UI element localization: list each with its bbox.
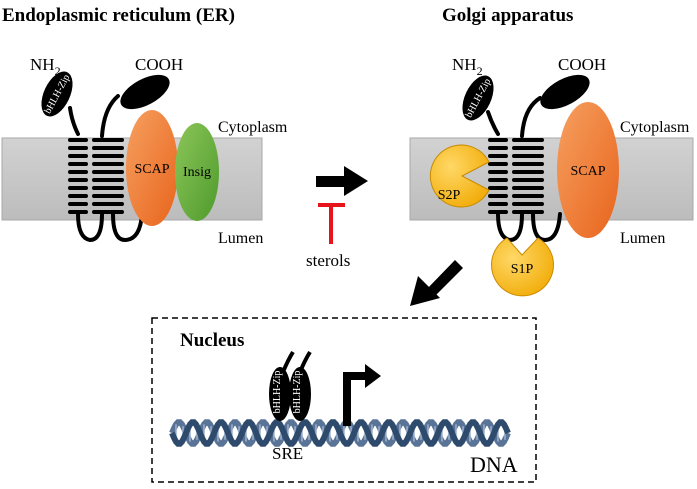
nucleus-label: Nucleus xyxy=(180,330,244,351)
sre-label: SRE xyxy=(272,444,303,463)
er-nh2-label: NH2 xyxy=(30,55,61,78)
golgi-scap-label: SCAP xyxy=(570,164,605,179)
arrow-right-icon xyxy=(316,166,368,196)
bent-arrow-icon xyxy=(343,364,381,426)
er-cooh-domain xyxy=(120,74,170,110)
s2p-protease: S2P xyxy=(429,144,490,208)
golgi-lumen-label: Lumen xyxy=(620,230,665,247)
er-cooh-label: COOH xyxy=(135,55,183,74)
golgi-bhlh-zip-domain: bHLH-Zip xyxy=(462,75,494,121)
nuclear-bhlh-zip-label-2: bHLH-Zip xyxy=(292,371,303,414)
nucleus-box xyxy=(151,317,537,483)
er-lumen-label: Lumen xyxy=(218,230,263,247)
er-scap-protein xyxy=(126,110,178,226)
golgi-nh2-label: NH2 xyxy=(452,55,483,78)
er-scap-label: SCAP xyxy=(134,162,169,177)
s1p-label: S1P xyxy=(511,262,534,277)
er-scap-helices xyxy=(102,138,144,243)
insig-protein xyxy=(175,123,219,221)
golgi-cooh-domain xyxy=(540,74,590,110)
dna-strand-front xyxy=(169,419,511,447)
sterols-label: sterols xyxy=(306,251,350,270)
golgi-scap-helices xyxy=(522,138,562,243)
er-cytoplasm-label: Cytoplasm xyxy=(218,119,288,136)
dna-helix xyxy=(169,419,511,447)
er-title: Endoplasmic reticulum (ER) xyxy=(2,5,235,26)
golgi-cytoplasm-label: Cytoplasm xyxy=(620,119,690,136)
s1p-protease: S1P xyxy=(491,237,554,297)
t-bar-inhibition-icon xyxy=(318,203,345,244)
nuclear-bhlh-zip-dimer: bHLH-Zip bHLH-Zip xyxy=(269,350,312,421)
arrow-down-left-icon xyxy=(410,260,463,306)
dna-label: DNA xyxy=(470,452,518,477)
insig-label: Insig xyxy=(183,165,211,180)
nuclear-bhlh-zip-label-1: bHLH-Zip xyxy=(272,371,283,414)
golgi-cooh-label: COOH xyxy=(558,55,606,74)
golgi-title: Golgi apparatus xyxy=(442,5,573,26)
s2p-label: S2P xyxy=(438,188,461,203)
golgi-scap-protein xyxy=(557,102,619,238)
